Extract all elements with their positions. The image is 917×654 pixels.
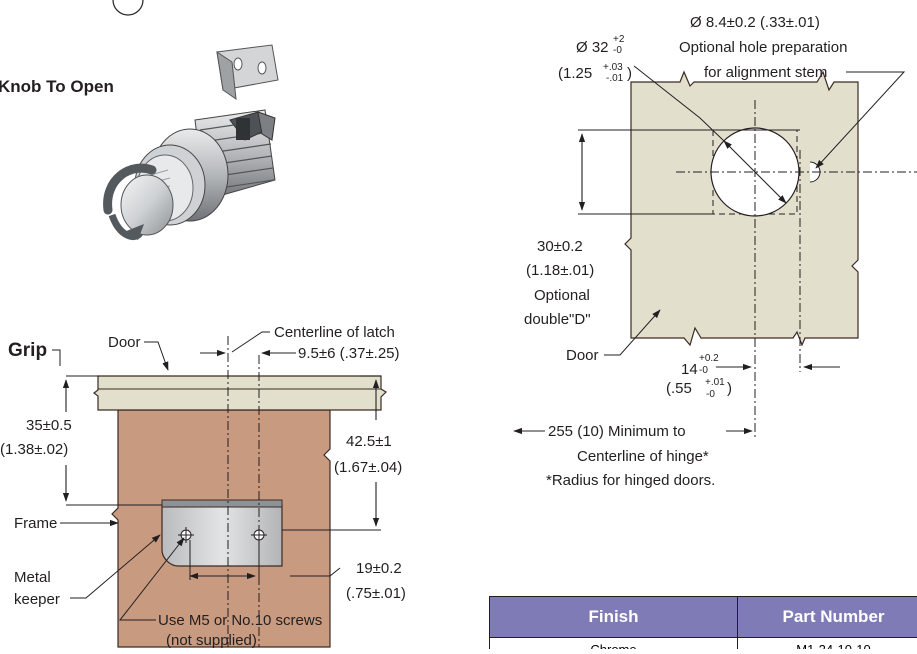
offset-in-close: ): [727, 380, 732, 397]
grip-height-mm: 35±0.5: [26, 417, 72, 434]
dia-in-close: ): [627, 65, 632, 82]
grip-height-in: (1.38±.02): [0, 441, 68, 458]
hole-spacing-in: (.75±.01): [346, 585, 406, 602]
knob-to-open-caption: Knob To Open: [0, 77, 114, 96]
centerline-of-hinge: Centerline of hinge*: [577, 448, 709, 465]
depth-dimension-in: (1.67±.04): [334, 459, 402, 476]
dia-in-plus: +.03: [603, 62, 623, 73]
screws-not-supplied: (not supplied): [166, 632, 257, 649]
latch-body-illustration: [108, 110, 275, 240]
stem-hole-dimension: Ø 8.4±0.2 (.33±.01): [690, 14, 820, 31]
frame-label: Frame: [14, 515, 57, 532]
dd-dimension-in: (1.18±.01): [526, 262, 594, 279]
door-panel: [94, 376, 386, 410]
dd-dimension-mm: 30±0.2: [537, 238, 583, 255]
screws-note: Use M5 or No.10 screws: [158, 612, 322, 629]
depth-dimension-mm: 42.5±1: [346, 433, 392, 450]
optional-hole-prep: Optional hole preparation: [679, 39, 847, 56]
centerline-label: Centerline of latch: [274, 324, 395, 341]
hole-prep-drawing: Ø 32 +2 -0 (1.25 +.03 -.01 ) Ø 8.4±0.2 (…: [514, 14, 917, 489]
alignment-stem-label: for alignment stem: [704, 64, 827, 81]
grip-section-drawing: Grip Door Centerline of latch 9.5: [0, 324, 406, 649]
hole-spacing-mm: 19±0.2: [356, 560, 402, 577]
latch-offset-dimension: 9.5±6 (.37±.25): [298, 345, 400, 362]
offset-minus: -0: [699, 365, 708, 376]
offset-in-minus: -0: [706, 389, 715, 400]
double-d-label: double"D": [524, 311, 591, 328]
optional-label: Optional: [534, 287, 590, 304]
dia-in-main: (1.25: [558, 65, 592, 82]
keeper-label: keeper: [14, 591, 60, 608]
offset-main: 14: [681, 361, 698, 378]
dia-tol-plus: +2: [613, 34, 625, 45]
metal-label: Metal: [14, 569, 51, 586]
dia-in-minus: -.01: [606, 73, 624, 84]
minimum-to-hinge: 255 (10) Minimum to: [548, 423, 686, 440]
dia-tol-minus: -0: [613, 45, 622, 56]
offset-plus: +0.2: [699, 353, 719, 364]
keeper-bracket-illustration: [217, 45, 278, 99]
latch-illustration: Knob To Open: [0, 0, 278, 240]
dia-main: Ø 32: [576, 39, 609, 56]
offset-in-plus: +.01: [705, 377, 725, 388]
grip-door-label: Door: [108, 334, 141, 351]
offset-in-main: (.55: [666, 380, 692, 397]
right-door-label: Door: [566, 347, 599, 364]
callout-circle: [113, 0, 143, 15]
grip-heading: Grip: [8, 340, 47, 361]
radius-note: *Radius for hinged doors.: [546, 472, 715, 489]
